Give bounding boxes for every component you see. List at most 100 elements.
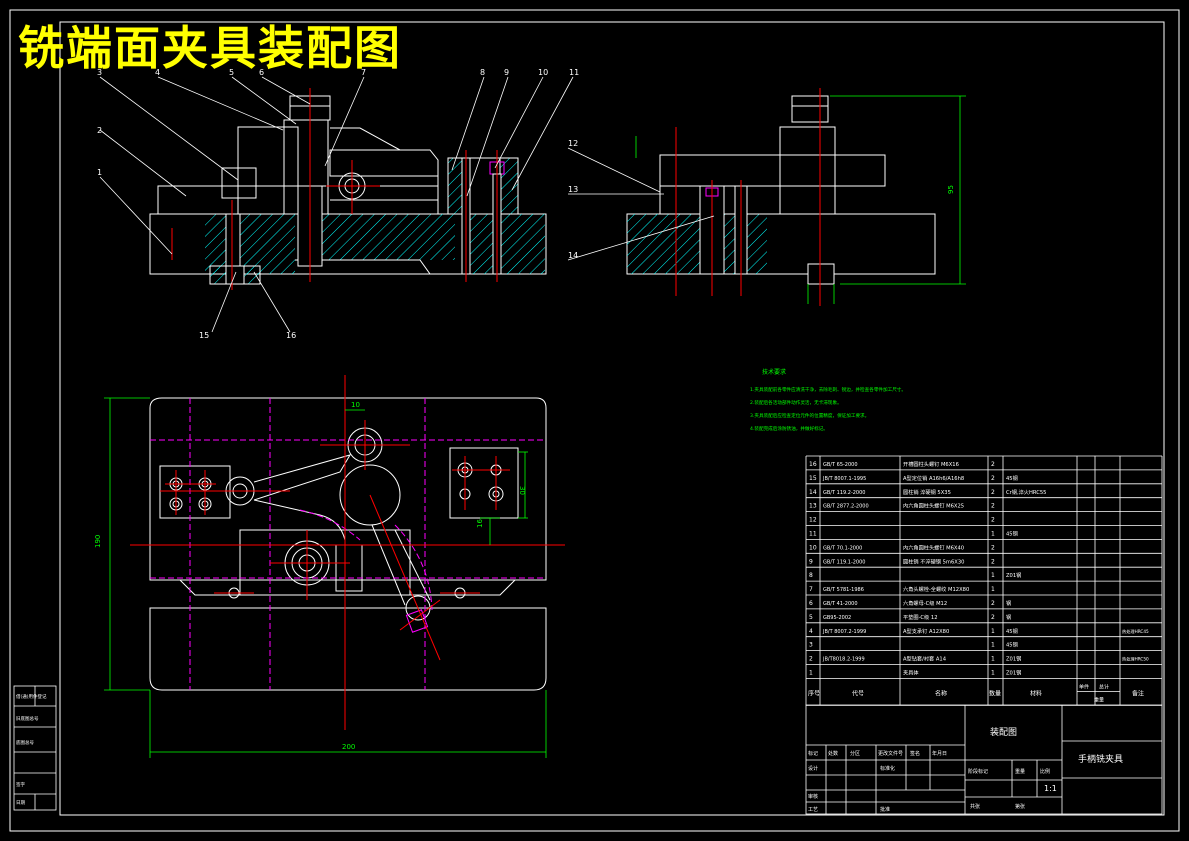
side-section-view [567, 88, 966, 306]
note-2: 2.装配后各活动部件动作灵活，无卡滞现象。 [750, 399, 842, 406]
balloon-2: 2 [97, 126, 102, 135]
side-stamp-text: 借(通)用件登记 旧底图总号 底图总号 签字 日期 [16, 693, 47, 806]
bom-row-no: 10 [809, 544, 817, 551]
tb-label-process: 工艺 [808, 807, 818, 813]
bom-row-no: 12 [809, 517, 817, 524]
bom-row-name: 开槽圆柱头螺钉 M6X16 [903, 460, 959, 468]
bom-row-material: 钢 [1006, 613, 1011, 621]
bom-row-qty: 2 [991, 475, 995, 482]
bom-row-qty: 2 [991, 503, 995, 510]
balloon-10: 10 [538, 68, 548, 77]
plan-view [104, 375, 565, 758]
bom-row-qty: 2 [991, 517, 995, 524]
bom-row-remark: 热处理HRC45 [1122, 628, 1149, 635]
bom-row-no: 7 [809, 586, 813, 593]
tb-label-change: 更改文件号 [878, 750, 903, 757]
balloon-13: 13 [568, 185, 578, 194]
bom-header-qty: 数量 [989, 689, 1001, 697]
bom-row-code: GB/T 70.1-2000 [823, 545, 862, 551]
tb-label-sign: 签名 [910, 750, 920, 757]
bom-row-name: 平垫圈-C级 12 [903, 613, 938, 621]
bom-row-no: 9 [809, 558, 813, 565]
balloon-11: 11 [569, 68, 579, 77]
tb-label-count: 处数 [828, 750, 838, 757]
stamp-sign: 签字 [16, 781, 25, 788]
dim-16: 16 [476, 519, 484, 528]
bom-row-material: 45钢 [1006, 530, 1018, 538]
dim-10: 10 [351, 401, 360, 409]
note-1: 1.夹具装配前各零件应清洗干净，去除毛刺、锐边，并检查各零件加工尺寸。 [750, 386, 906, 393]
bom-row-qty: 2 [991, 600, 995, 607]
balloon-15: 15 [199, 331, 209, 340]
front-section-view [99, 76, 574, 333]
bom-row-no: 14 [809, 489, 817, 496]
tb-label-sheet: 第张 [1015, 803, 1025, 810]
bom-row-no: 5 [809, 614, 813, 621]
drawing-name: 装配图 [990, 726, 1017, 738]
bom-row-code: JB/T 8007.2-1999 [822, 629, 866, 635]
balloon-12: 12 [568, 139, 578, 148]
bom-row-qty: 1 [991, 572, 995, 579]
dim-30: 30 [518, 486, 526, 495]
balloon-labels: 3 4 5 6 7 2 1 8 9 10 11 12 13 14 15 16 [97, 68, 579, 340]
bom-row-qty: 2 [991, 544, 995, 551]
bom-row-no: 2 [809, 656, 813, 663]
bom-row-code: GB/T 2877.2-2000 [823, 504, 869, 510]
bom-header-single: 单件 [1079, 683, 1089, 690]
balloon-4: 4 [155, 68, 160, 77]
bom-row-qty: 1 [991, 642, 995, 649]
bom-row-material: 45钢 [1006, 641, 1018, 649]
tb-label-sheets: 共张 [970, 803, 980, 810]
bom-row-name: A型定位销 A16h6/A16h8 [903, 474, 964, 482]
balloon-16: 16 [286, 331, 296, 340]
tb-label-approve: 批准 [880, 806, 890, 813]
bom-row-qty: 1 [991, 628, 995, 635]
bom-row-code: GB/T 5781-1986 [823, 587, 864, 593]
bom-row-name: A型支承钉 A12X80 [903, 627, 949, 635]
bom-row-material: Z01钢 [1006, 669, 1021, 677]
technical-notes: 技术要求 1.夹具装配前各零件应清洗干净，去除毛刺、锐边，并检查各零件加工尺寸。… [750, 368, 906, 432]
bom-row-name: 六角头螺栓-全螺纹 M12X80 [903, 585, 969, 593]
bom-row-material: Cr钢,淬火HRC55 [1006, 488, 1046, 496]
dim-200: 200 [342, 743, 355, 751]
bom-row-material: 45钢 [1006, 474, 1018, 482]
bom-row-name: 夹具体 [903, 669, 919, 677]
bom-header-material: 材料 [1030, 689, 1042, 697]
stamp-borrow: 借(通)用件登记 [16, 693, 47, 700]
balloon-14: 14 [568, 251, 578, 260]
tb-label-review: 审核 [808, 793, 818, 800]
bom-row-no: 1 [809, 670, 813, 677]
bom-row-no: 15 [809, 475, 817, 482]
drawing-title: 铣端面夹具装配图 [18, 21, 402, 75]
bom-row-no: 6 [809, 600, 813, 607]
stamp-date: 日期 [16, 800, 25, 806]
bom-row-name: 圆柱销 不淬硬钢 5m6X30 [903, 557, 964, 565]
bom-row-qty: 1 [991, 586, 995, 593]
notes-heading: 技术要求 [762, 368, 786, 376]
bom-header-total: 总计 [1099, 683, 1109, 690]
left-margin-stamps [13, 685, 57, 811]
bom-header-weight: 重量 [1094, 696, 1104, 703]
balloon-6: 6 [259, 68, 264, 77]
stamp-old-base: 旧底图总号 [16, 715, 39, 722]
bom-row-qty: 1 [991, 656, 995, 663]
bom-row-name: A型钻套/衬套 A14 [903, 655, 947, 663]
bom-row-no: 8 [809, 572, 813, 579]
tb-label-zone: 分区 [850, 750, 860, 757]
balloon-9: 9 [504, 68, 509, 77]
tb-label-mark: 标记 [808, 750, 818, 757]
tb-label-ratio: 比例 [1040, 768, 1050, 775]
bom-row-code: GB/T 119.2-2000 [823, 490, 865, 496]
bom-header-no: 序号 [808, 689, 820, 697]
balloon-8: 8 [480, 68, 485, 77]
bom-row-material: 钢 [1006, 599, 1011, 607]
bom-row-code: GB/T 65-2000 [823, 462, 858, 468]
tb-label-date: 年月日 [932, 750, 947, 757]
bom-row-name: 圆柱销 淬硬钢 5X35 [903, 488, 951, 496]
balloon-5: 5 [229, 68, 234, 77]
bom-row-name: 内六角圆柱头螺钉 M6X40 [903, 543, 964, 551]
bom-row-no: 4 [809, 628, 813, 635]
balloon-1: 1 [97, 168, 102, 177]
bom-row-code: GB/T 119.1-2000 [823, 559, 865, 565]
